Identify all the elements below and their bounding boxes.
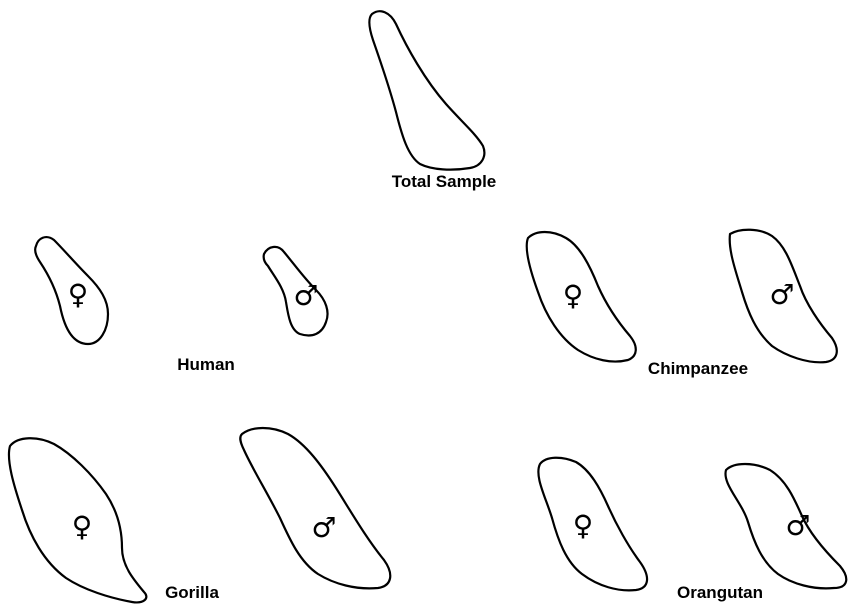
human-female-symbol: ♀ [68,278,89,311]
chimpanzee-panel: ♀ ♂ Chimpanzee [527,230,837,378]
orangutan-label: Orangutan [677,583,763,602]
total-sample-label: Total Sample [392,172,497,191]
total-sample-panel: Total Sample [369,11,496,191]
orangutan-male-symbol: ♂ [785,509,810,542]
gorilla-female-symbol: ♀ [72,510,93,543]
orangutan-female-symbol: ♀ [573,509,594,542]
human-male-symbol: ♂ [293,279,318,312]
chimpanzee-female-symbol: ♀ [563,279,584,312]
human-label: Human [177,355,235,374]
gorilla-male-outline [240,428,390,588]
human-panel: ♀ ♂ Human [35,237,327,374]
gorilla-male-symbol: ♂ [311,511,336,544]
total-sample-outline [369,11,484,169]
gorilla-label: Gorilla [165,583,219,602]
chimpanzee-label: Chimpanzee [648,359,748,378]
orangutan-panel: ♀ ♂ Orangutan [538,458,846,602]
chimpanzee-male-symbol: ♂ [769,278,794,311]
gorilla-panel: ♀ ♂ Gorilla [9,428,390,602]
